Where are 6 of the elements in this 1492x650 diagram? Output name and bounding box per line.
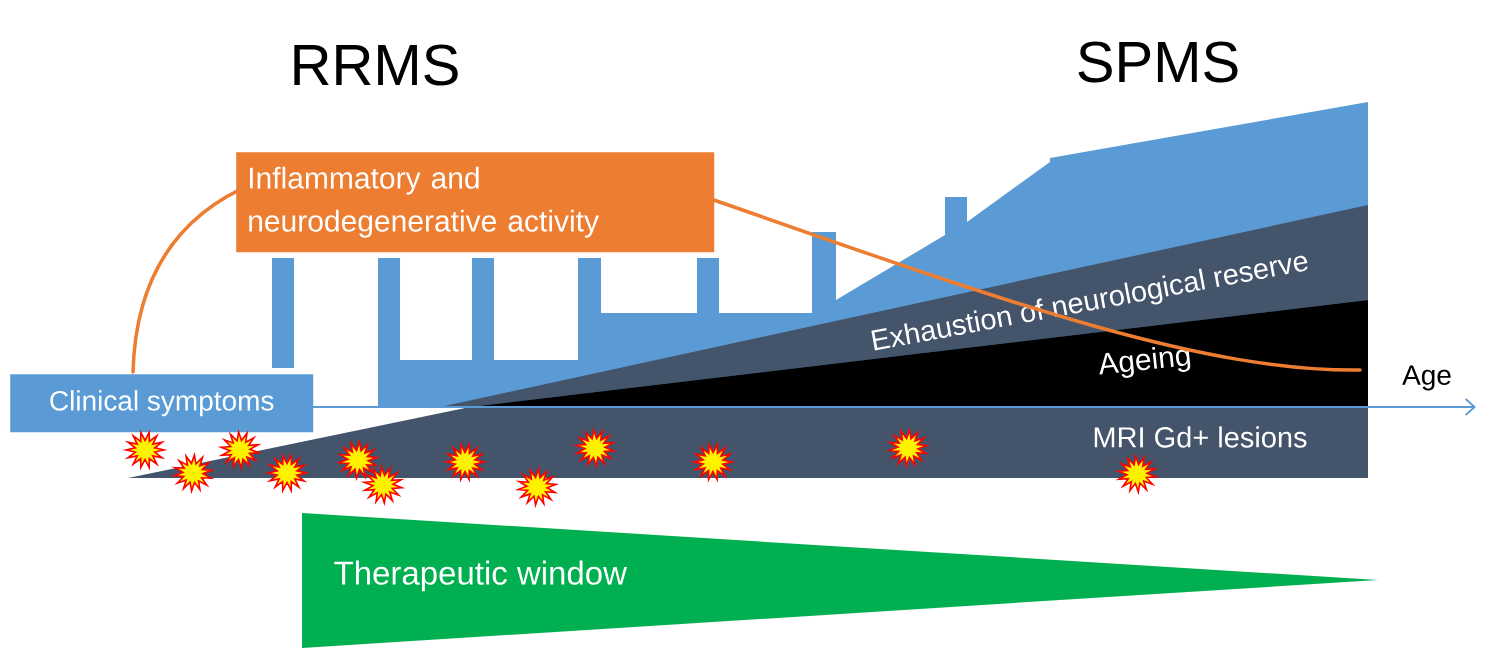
axis-label: Age bbox=[1402, 365, 1451, 391]
therapeutic-window-triangle: Therapeutic window bbox=[302, 513, 1378, 648]
phase-heading: RRMS bbox=[294, 44, 458, 86]
phase-heading: SPMS bbox=[1078, 41, 1238, 83]
symptom-box: Clinical symptoms bbox=[10, 374, 314, 433]
activity-box: Inflammatory and neurodegenerative activity bbox=[236, 152, 715, 253]
